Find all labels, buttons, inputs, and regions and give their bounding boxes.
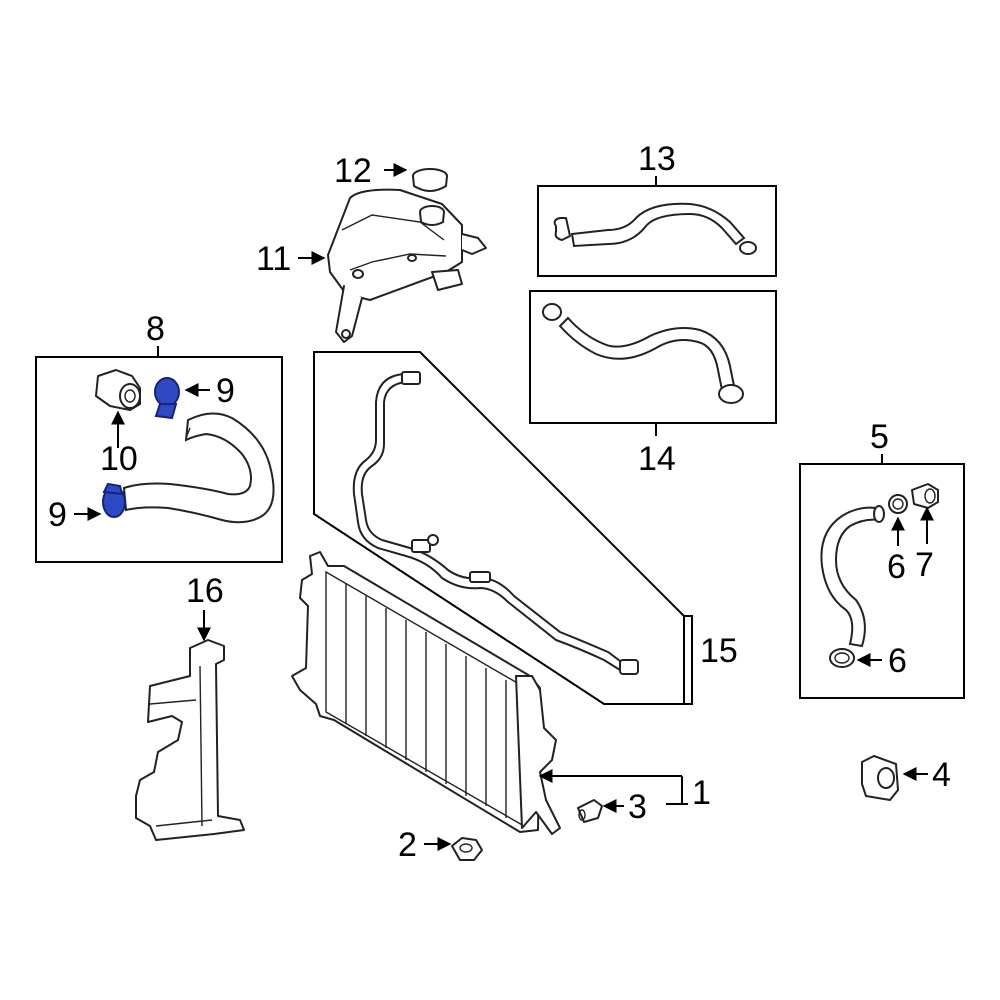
- callout-8: 8: [146, 310, 165, 348]
- callout-5: 5: [870, 418, 889, 456]
- mount-bushing-part-4[interactable]: [861, 755, 899, 801]
- drain-plug-part-3[interactable]: [577, 799, 603, 823]
- callout-16: 16: [186, 572, 224, 610]
- callout-13: 13: [638, 140, 676, 178]
- callout-1-bracket-v: [681, 776, 688, 805]
- callout-3: 3: [628, 788, 647, 826]
- hose-clamp-part-6-lower[interactable]: [829, 648, 855, 668]
- lower-hose-box-14[interactable]: [529, 290, 777, 424]
- callout-7: 7: [915, 546, 934, 584]
- upper-hose-box-13[interactable]: [537, 185, 777, 277]
- callout-6-lower: 6: [888, 642, 907, 680]
- callout-14: 14: [638, 440, 676, 478]
- radiator-insulator-part-2[interactable]: [451, 837, 483, 861]
- reservoir-cap-part-12[interactable]: [412, 168, 448, 192]
- callout-1: 1: [692, 774, 711, 812]
- hose-clamp-part-9-lower[interactable]: [102, 482, 126, 518]
- expansion-tank-part-11[interactable]: [327, 188, 487, 343]
- radiator-part-1[interactable]: [291, 551, 561, 835]
- callout-11: 11: [256, 240, 291, 278]
- hose-clamp-part-6-upper[interactable]: [888, 494, 908, 514]
- lower-hose-part-14[interactable]: [542, 303, 744, 404]
- fitting-part-7[interactable]: [911, 483, 939, 509]
- callout-6-upper: 6: [887, 548, 906, 586]
- callout-2: 2: [398, 826, 417, 864]
- callout-9-lower: 9: [48, 496, 67, 534]
- upper-hose-part-13[interactable]: [553, 202, 757, 255]
- thermostat-housing-part-10[interactable]: [95, 369, 141, 411]
- callout-9-upper: 9: [216, 372, 235, 410]
- bypass-hose-part-5[interactable]: [820, 505, 885, 648]
- callout-15: 15: [700, 632, 738, 670]
- callout-15-bracket: [684, 615, 693, 705]
- overflow-tube-part-15[interactable]: [352, 371, 639, 675]
- hose-clamp-part-9-upper[interactable]: [154, 377, 180, 420]
- air-deflector-part-16[interactable]: [135, 639, 245, 841]
- callout-10: 10: [100, 440, 138, 478]
- callout-4: 4: [932, 756, 951, 794]
- radiator-core-fins: [345, 584, 507, 818]
- callout-12: 12: [334, 152, 372, 190]
